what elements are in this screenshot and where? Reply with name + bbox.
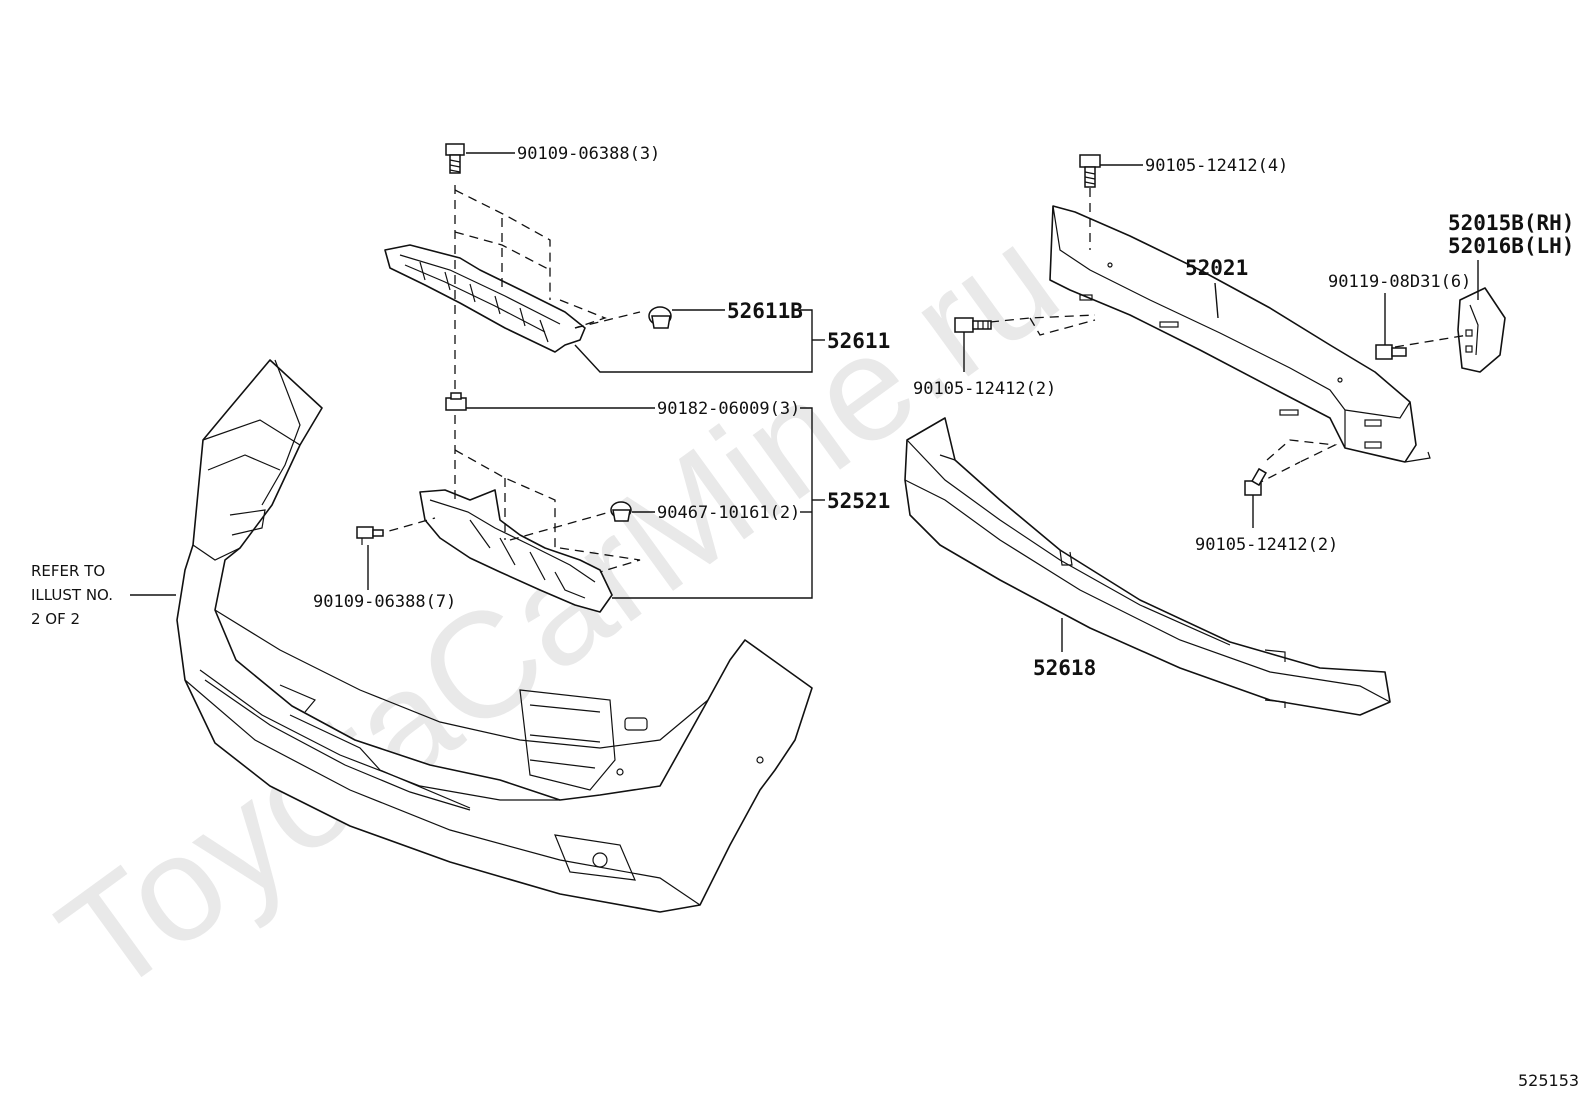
figure-number: 525153 bbox=[1518, 1071, 1579, 1090]
install-line bbox=[454, 189, 551, 300]
label-90467-10161-2: 90467-10161(2) bbox=[657, 503, 800, 523]
install-line bbox=[454, 449, 556, 550]
label-90109-06388-3: 90109-06388(3) bbox=[517, 144, 660, 164]
install-line bbox=[574, 311, 641, 329]
label-90119-08d31-6: 90119-08D31(6) bbox=[1328, 272, 1471, 292]
label-90182-06009-3: 90182-06009(3) bbox=[657, 399, 800, 419]
leader-line bbox=[574, 309, 813, 373]
bolt-icon bbox=[356, 526, 384, 545]
leader-line bbox=[612, 407, 813, 599]
label-52016b-lh: 52016B(LH) bbox=[1448, 234, 1574, 258]
install-line bbox=[559, 547, 641, 573]
install-line bbox=[1394, 334, 1469, 348]
bumper-cover bbox=[176, 359, 813, 913]
refer-note: REFER TO ILLUST NO. 2 OF 2 bbox=[31, 562, 113, 628]
label-52521: 52521 bbox=[827, 489, 890, 513]
nut-icon bbox=[445, 392, 467, 411]
label-90105-12412-2-lower: 90105-12412(2) bbox=[1195, 535, 1338, 555]
install-line bbox=[989, 314, 1096, 323]
bolt-icon bbox=[1244, 467, 1267, 496]
bolt-icon bbox=[954, 317, 992, 333]
label-90105-12412-4: 90105-12412(4) bbox=[1145, 156, 1288, 176]
absorber-52618 bbox=[904, 417, 1391, 716]
bolt-icon bbox=[445, 143, 465, 174]
bracket-52015b-52016b bbox=[1457, 287, 1506, 373]
lower-retainer-52521 bbox=[419, 489, 613, 613]
install-line bbox=[1266, 439, 1338, 463]
clip-icon bbox=[610, 501, 632, 522]
upper-retainer-52611 bbox=[384, 244, 586, 353]
label-52618: 52618 bbox=[1033, 656, 1096, 680]
install-line bbox=[454, 231, 551, 271]
label-90109-06388-7: 90109-06388(7) bbox=[313, 592, 456, 612]
bolt-icon bbox=[1375, 344, 1407, 360]
label-52021: 52021 bbox=[1185, 256, 1248, 280]
label-52611b: 52611B bbox=[727, 299, 803, 323]
refer-note-line1: REFER TO bbox=[31, 562, 105, 580]
install-line bbox=[509, 511, 611, 541]
label-52015b-rh: 52015B(RH) bbox=[1448, 211, 1574, 235]
install-line bbox=[559, 299, 607, 329]
install-line bbox=[1254, 461, 1301, 486]
install-line bbox=[1029, 317, 1096, 336]
label-90105-12412-2-mid: 90105-12412(2) bbox=[913, 379, 1056, 399]
label-52611: 52611 bbox=[827, 329, 890, 353]
refer-note-line2: ILLUST NO. bbox=[31, 586, 113, 604]
bolt-icon bbox=[1079, 154, 1101, 188]
install-line bbox=[374, 517, 436, 536]
refer-note-line3: 2 OF 2 bbox=[31, 610, 80, 628]
reinforcement-52021 bbox=[1049, 205, 1431, 463]
clip-icon bbox=[648, 306, 672, 329]
leader-line bbox=[1214, 282, 1219, 319]
